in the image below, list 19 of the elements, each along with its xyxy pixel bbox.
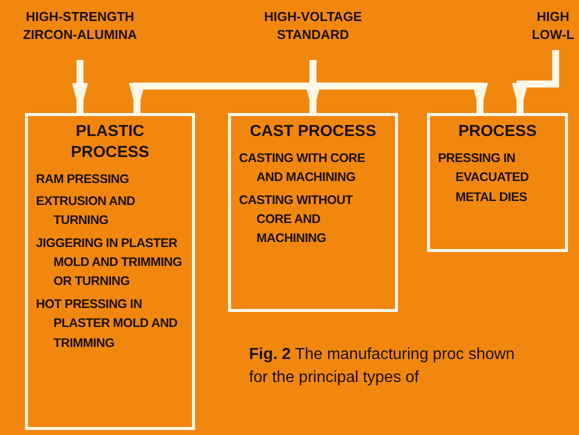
arrow <box>72 60 88 113</box>
source-label: HIGH-VOLTAGE STANDARD <box>243 8 383 60</box>
process-step: EXTRUSION AND TURNING <box>36 192 184 231</box>
figure-caption: Fig. 2 The manufacturing proc shown for the principal types of <box>249 345 516 388</box>
process-step: RAM PRESSING <box>36 170 184 189</box>
process-step: HOT PRESSING IN PLASTER MOLD AND TRIMMING <box>36 294 184 353</box>
process-box <box>25 113 195 430</box>
source-label: HIGH LOW-L <box>527 8 579 50</box>
process-title: PROCESS <box>457 122 538 142</box>
process-box <box>427 113 568 252</box>
process-step: CASTING WITH CORE AND MACHINING <box>239 148 387 188</box>
arrow <box>512 50 560 113</box>
process-step: JIGGERING IN PLASTER MOLD AND TRIMMING OR TURNING <box>36 234 184 292</box>
source-label: HIGH-STRENGTH ZIRCON-ALUMINA <box>5 8 155 60</box>
process-title: PLASTIC PROCESS <box>70 122 150 163</box>
process-step: CASTING WITHOUT CORE AND MACHINING <box>239 190 387 249</box>
process-title: CAST PROCESS <box>248 122 378 142</box>
process-step: PRESSING IN EVACUATED METAL DIES <box>438 148 557 207</box>
process-box <box>228 113 398 312</box>
